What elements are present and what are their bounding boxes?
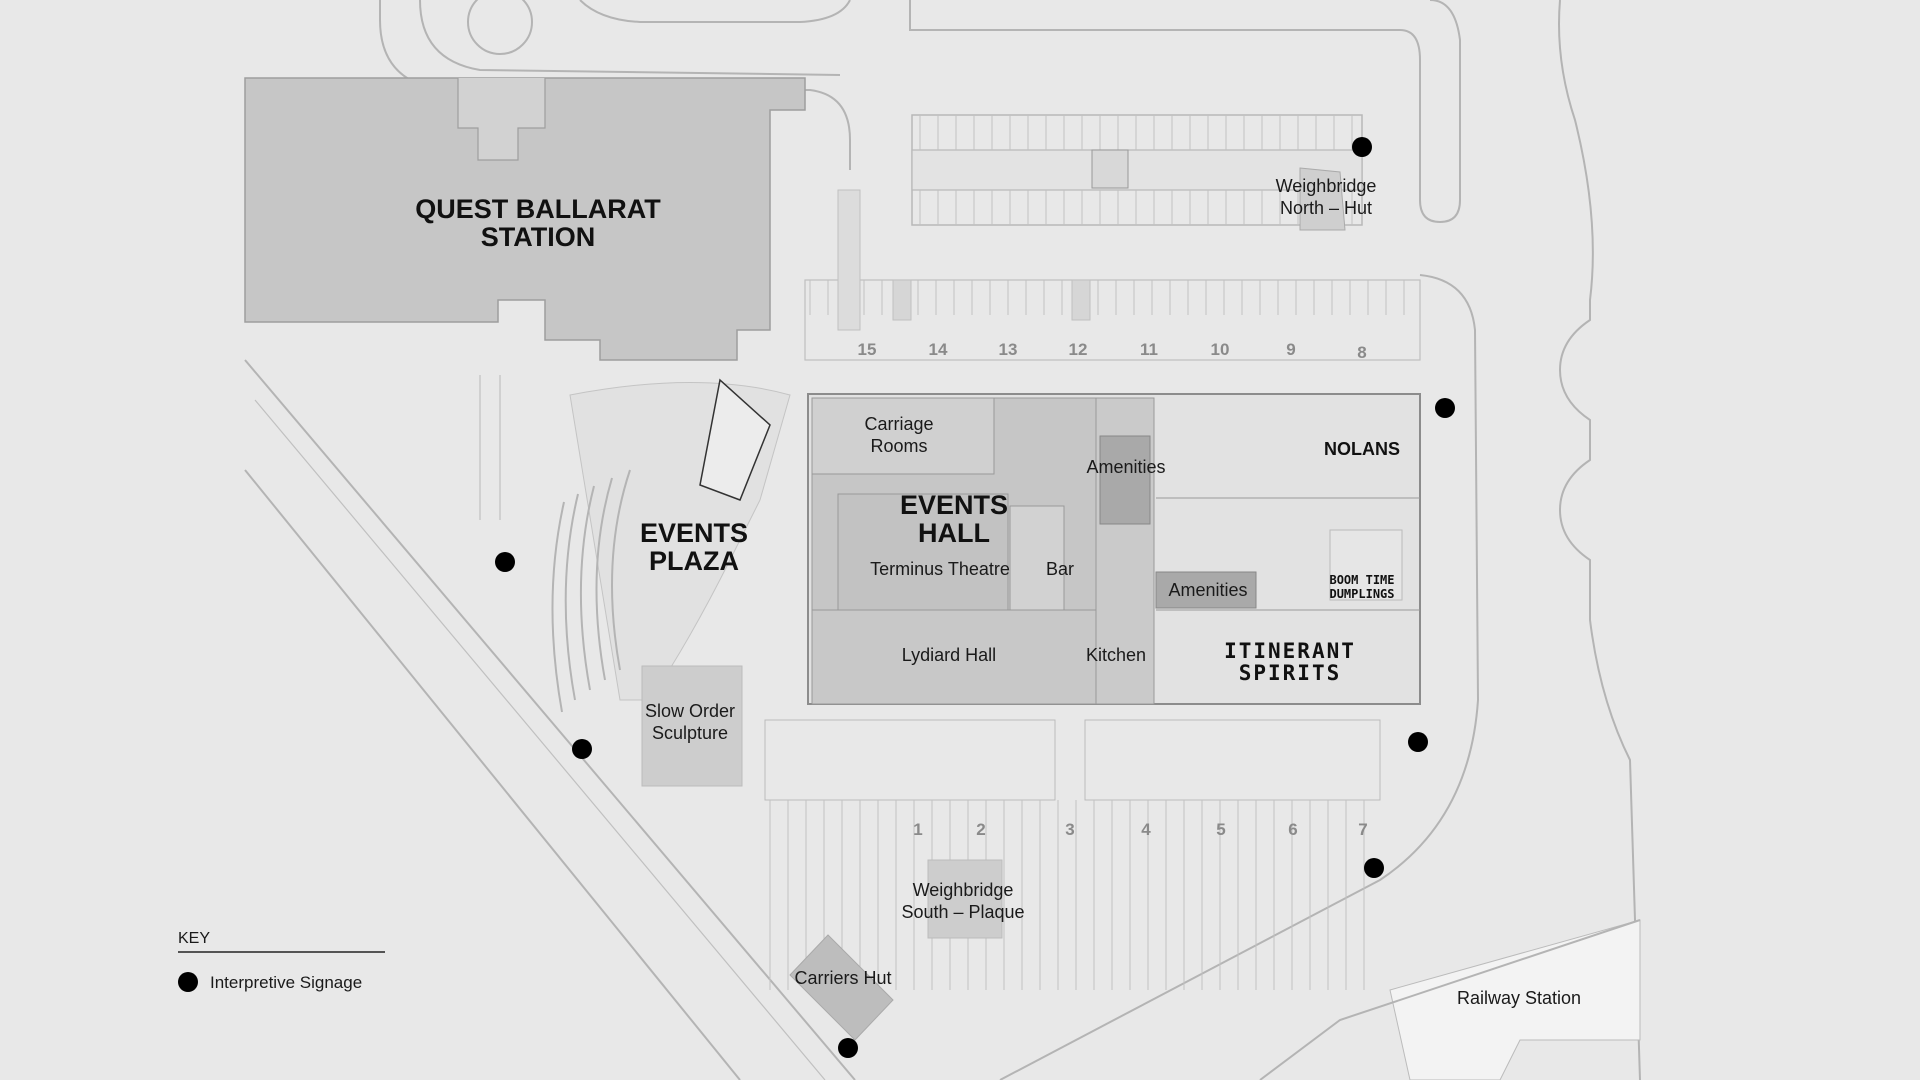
signage-marker-plaza-south[interactable] bbox=[572, 739, 592, 759]
quest-label-line1: QUEST BALLARAT bbox=[415, 194, 661, 224]
slow-order-line1: Slow Order bbox=[645, 701, 735, 721]
weighbridge-north-line2: North – Hut bbox=[1280, 198, 1372, 218]
boom-time-dumplings-label: BOOM TIME DUMPLINGS bbox=[1329, 573, 1394, 601]
signage-marker-platform-7[interactable] bbox=[1364, 858, 1384, 878]
carriage-line2: Rooms bbox=[870, 436, 927, 456]
platform-number-6: 6 bbox=[1288, 820, 1297, 839]
road-network bbox=[244, 0, 1641, 1080]
amenities-mid-block bbox=[1155, 571, 1257, 609]
platform-number-15: 15 bbox=[858, 340, 877, 359]
bar-label: Bar bbox=[1046, 559, 1074, 579]
weighbridge-north-hut bbox=[1299, 167, 1346, 231]
carriage-line1: Carriage bbox=[864, 414, 933, 434]
platform-number-14: 14 bbox=[929, 340, 948, 359]
platform-strip-north bbox=[804, 189, 1421, 361]
weighbridge-north-label: Weighbridge North – Hut bbox=[1276, 176, 1377, 218]
weighbridge-south-area bbox=[927, 859, 1003, 939]
amenities-top-block bbox=[1099, 435, 1151, 525]
events-plaza-line1: EVENTS bbox=[640, 518, 748, 548]
platform-number-1: 1 bbox=[913, 820, 922, 839]
slow-order-label: Slow Order Sculpture bbox=[645, 701, 735, 743]
roundabout bbox=[467, 0, 533, 55]
platform-number-5: 5 bbox=[1216, 820, 1225, 839]
nolans-label: NOLANS bbox=[1324, 439, 1400, 459]
slow-order-line2: Sculpture bbox=[652, 723, 728, 743]
weighbridge-south-label: Weighbridge South – Plaque bbox=[901, 880, 1024, 922]
key-title: KEY bbox=[178, 930, 210, 947]
weighbridge-north-line1: Weighbridge bbox=[1276, 176, 1377, 196]
itinerant-line1: ITINERANT bbox=[1224, 639, 1356, 663]
itinerant-spirits-label: ITINERANT SPIRITS bbox=[1224, 639, 1356, 685]
station-complex bbox=[807, 393, 1421, 705]
platform-number-12: 12 bbox=[1069, 340, 1088, 359]
boom-line2: DUMPLINGS bbox=[1329, 587, 1394, 601]
carriage-rooms-label: Carriage Rooms bbox=[864, 414, 933, 456]
events-hall-line2: HALL bbox=[918, 518, 990, 548]
quest-ballarat-station-building bbox=[244, 77, 806, 361]
itinerant-line2: SPIRITS bbox=[1239, 661, 1342, 685]
slow-order-sculpture-area bbox=[641, 665, 743, 787]
carriers-hut-label: Carriers Hut bbox=[794, 968, 891, 988]
platform-number-11: 11 bbox=[1140, 340, 1158, 359]
events-plaza-area bbox=[479, 375, 791, 787]
weighbridge-south-line1: Weighbridge bbox=[913, 880, 1014, 900]
kitchen-label: Kitchen bbox=[1086, 645, 1146, 665]
amenities-top-label: Amenities bbox=[1086, 457, 1165, 477]
events-plaza-line2: PLAZA bbox=[649, 546, 739, 576]
signage-marker-nolans[interactable] bbox=[1435, 398, 1455, 418]
quest-ballarat-label: QUEST BALLARAT STATION bbox=[415, 194, 661, 252]
platform-number-7: 7 bbox=[1358, 820, 1367, 839]
weighbridge-south-line2: South – Plaque bbox=[901, 902, 1024, 922]
terminus-theatre-label: Terminus Theatre bbox=[870, 559, 1010, 579]
platform-number-2: 2 bbox=[976, 820, 985, 839]
key-item-interpretive-signage: Interpretive Signage bbox=[210, 973, 362, 992]
events-hall-label: EVENTS HALL bbox=[900, 490, 1008, 548]
platform-number-10: 10 bbox=[1211, 340, 1230, 359]
events-hall-line1: EVENTS bbox=[900, 490, 1008, 520]
platform-number-4: 4 bbox=[1141, 820, 1151, 839]
signage-marker-plaza-west[interactable] bbox=[495, 552, 515, 572]
platform-numbers-top: 15 14 13 12 11 10 9 8 bbox=[858, 340, 1367, 362]
platform-number-9: 9 bbox=[1286, 340, 1295, 359]
signage-marker-itinerant[interactable] bbox=[1408, 732, 1428, 752]
quest-label-line2: STATION bbox=[481, 222, 596, 252]
platform-number-8: 8 bbox=[1357, 343, 1366, 362]
interpretive-signage-markers bbox=[495, 137, 1455, 1058]
events-plaza-label: EVENTS PLAZA bbox=[640, 518, 748, 576]
carriers-hut-building bbox=[789, 934, 894, 1041]
boom-line1: BOOM TIME bbox=[1329, 573, 1394, 587]
lydiard-hall-label: Lydiard Hall bbox=[902, 645, 996, 665]
railway-station-label: Railway Station bbox=[1457, 988, 1581, 1008]
map-key: KEY Interpretive Signage bbox=[178, 930, 385, 992]
platform-number-13: 13 bbox=[999, 340, 1018, 359]
amenities-mid-label: Amenities bbox=[1168, 580, 1247, 600]
signage-marker-carriers-hut[interactable] bbox=[838, 1038, 858, 1058]
signage-marker-weighbridge-north[interactable] bbox=[1352, 137, 1372, 157]
platform-numbers-bottom: 1 2 3 4 5 6 7 bbox=[913, 820, 1367, 839]
platform-number-3: 3 bbox=[1065, 820, 1074, 839]
interpretive-signage-icon bbox=[178, 972, 198, 992]
car-park-north bbox=[911, 114, 1363, 226]
platform-strip-south bbox=[764, 719, 1381, 1041]
